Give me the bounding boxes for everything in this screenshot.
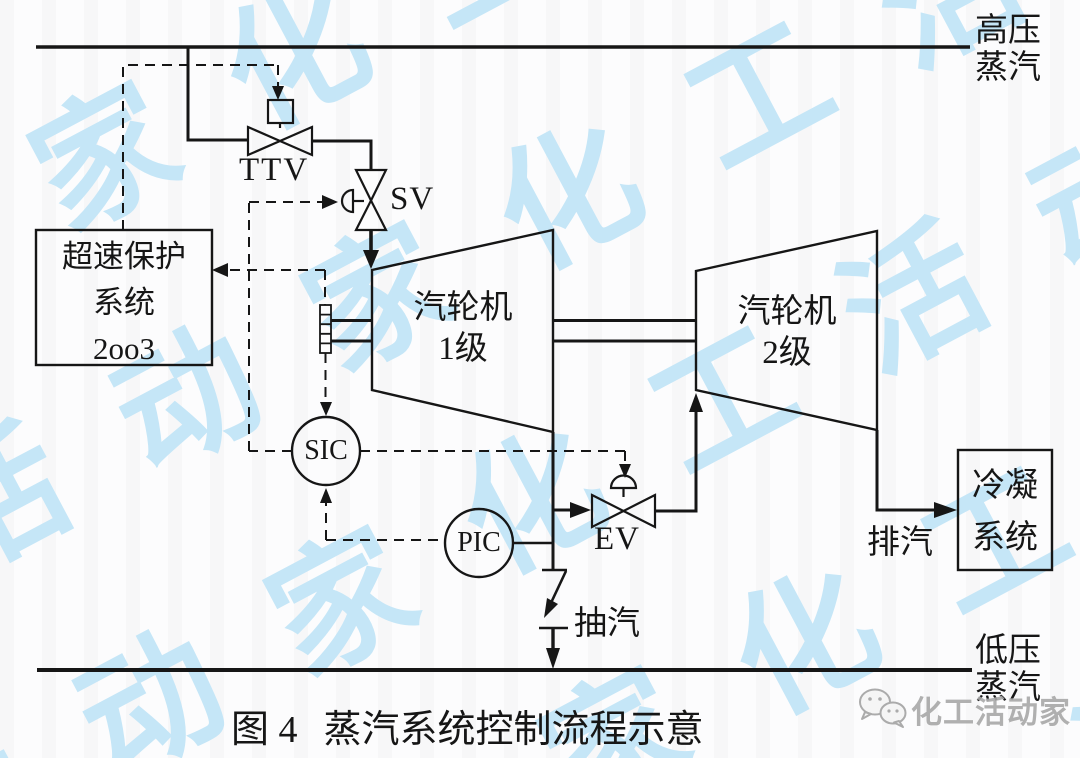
turbine2-line1: 汽轮机 [737, 294, 837, 330]
lp-steam-label: 低压 蒸汽 [975, 633, 1055, 707]
shaft-right [553, 319, 696, 343]
arrowhead-condenser-inlet [934, 502, 957, 518]
overspeed-system-label: 超速保护 系统 2oo3 [38, 234, 210, 372]
ev-body-left [590, 493, 626, 529]
arrowhead-extraction-break [544, 598, 558, 618]
ev-outlet-pipe [655, 412, 698, 513]
arrowhead-turbine1-inlet [363, 250, 379, 269]
sv-actuator [340, 188, 355, 214]
arrowhead-ev-feed [570, 502, 591, 518]
hp-steam-line1: 高压 [975, 13, 1041, 49]
overspeed-line3: 2oo3 [93, 331, 155, 366]
lp-steam-line1: 低压 [975, 633, 1041, 669]
exhaust-steam-label: 排汽 [867, 525, 933, 561]
publisher-logo: 化工活动家 [855, 686, 1071, 732]
shaft-left [331, 319, 372, 343]
wechat-icon [859, 688, 907, 728]
figure-number: 图 4 [231, 709, 298, 751]
turbine2-line2: 2级 [762, 335, 812, 371]
exhaust-pipe [875, 430, 934, 512]
ttv-valve [246, 98, 314, 157]
arrowhead-sic-top [320, 402, 332, 416]
turbine1-line1: 汽轮机 [413, 290, 513, 326]
condenser-line2: 系统 [972, 520, 1038, 556]
ev-valve [590, 474, 657, 529]
overspeed-line2: 系统 [93, 285, 155, 320]
condenser-box [956, 448, 1054, 572]
condenser-line1: 冷凝 [972, 468, 1038, 504]
ttv-body-left [246, 125, 283, 157]
ev-valve-label: EV [594, 521, 640, 557]
arrowhead-overspeed-input [212, 263, 228, 277]
turbine1-line2: 1级 [438, 331, 488, 367]
hp-steam-label: 高压 蒸汽 [975, 13, 1055, 87]
arrowhead-extraction-outlet [546, 648, 560, 669]
extraction-line [539, 568, 568, 669]
ev-actuator-dome [609, 474, 638, 490]
ttv-sv-pipe [312, 139, 373, 170]
condenser-system-label: 冷凝 系统 [960, 460, 1050, 564]
signal-sic-to-sv [248, 201, 322, 452]
sv-valve [340, 168, 388, 232]
speed-probe [319, 304, 332, 354]
arrowhead-ev-actuator [619, 464, 631, 478]
pic-controller-label: PIC [457, 527, 501, 558]
sv-body-bottom [354, 198, 388, 232]
ttv-body-right [277, 125, 314, 157]
sic-controller-label: SIC [304, 435, 348, 466]
ttv-valve-label: TTV [239, 152, 310, 188]
overspeed-line1: 超速保护 [62, 239, 186, 274]
figure-title: 蒸汽系统控制流程示意 [323, 709, 704, 751]
hp-feed-pipe [186, 48, 248, 142]
signal-sic-to-ev [360, 450, 626, 464]
lp-steam-line2: 蒸汽 [975, 670, 1041, 706]
sv-valve-label: SV [390, 181, 435, 217]
extraction-steam-label: 抽汽 [574, 606, 640, 642]
arrowhead-sv-actuator [322, 195, 338, 209]
signal-overspeed-to-ttv [122, 64, 278, 230]
sv-body-top [354, 168, 388, 203]
ttv-actuator [266, 98, 295, 125]
signal-arrowheads [212, 86, 631, 503]
arrowhead-sic-bottom [320, 488, 332, 503]
hp-steam-line2: 蒸汽 [975, 50, 1041, 86]
signal-lines [122, 64, 626, 541]
arrowhead-ttv-actuator [272, 86, 284, 100]
publisher-logo-text: 化工活动家 [911, 694, 1071, 730]
signal-pic-to-sic [325, 503, 445, 541]
arrowhead-turbine2-inlet [689, 393, 703, 412]
turbine1-label: 汽轮机 1级 [383, 288, 543, 370]
figure-caption: 图 4 蒸汽系统控制流程示意 [231, 698, 704, 753]
turbine2-label: 汽轮机 2级 [707, 292, 867, 374]
